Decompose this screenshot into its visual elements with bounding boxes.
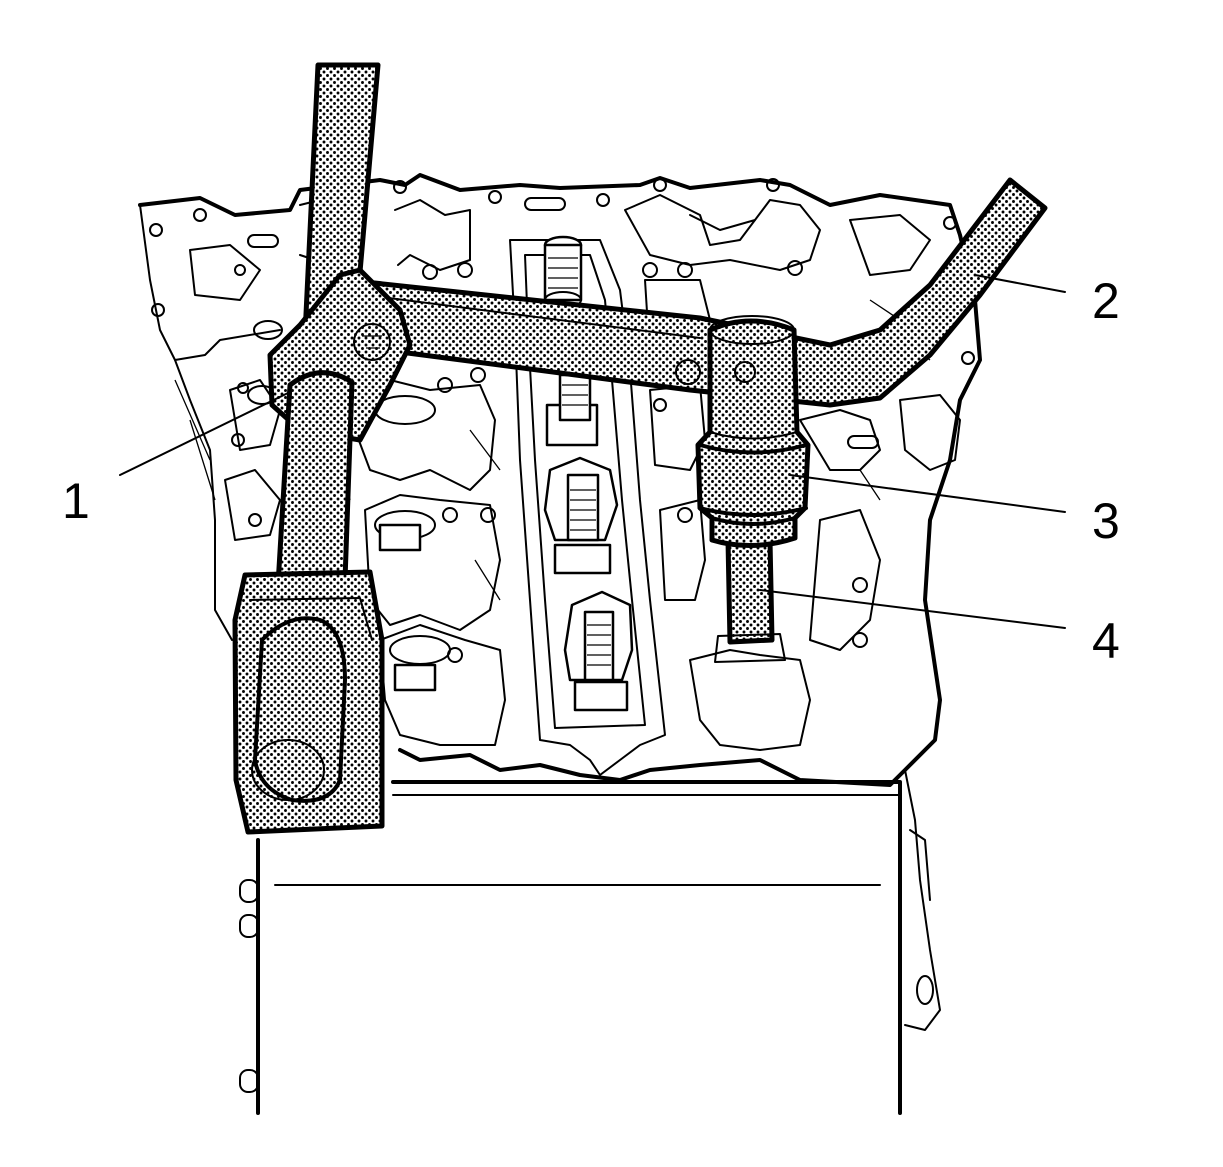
callout-3-label: 3: [1092, 493, 1120, 549]
valve-lifter-upper: [545, 373, 599, 447]
socket-tool: [695, 315, 811, 663]
camshaft-bolt-lower: [563, 590, 634, 712]
callout-4-label: 4: [1092, 613, 1120, 669]
wrench-tool: [232, 62, 413, 835]
camshaft-bolt-middle: [543, 456, 619, 575]
cylinder-head: [138, 173, 982, 1115]
right-cam-journals: [624, 178, 975, 751]
holding-bar-tool: [337, 177, 1048, 408]
valve-lifter-top: [543, 235, 583, 309]
front-cover-plate: [239, 780, 902, 1115]
callout-leaders: [119, 274, 1066, 629]
callout-1-label: 1: [62, 473, 90, 529]
left-side-ports: [149, 208, 283, 541]
callout-2-label: 2: [1092, 273, 1120, 329]
